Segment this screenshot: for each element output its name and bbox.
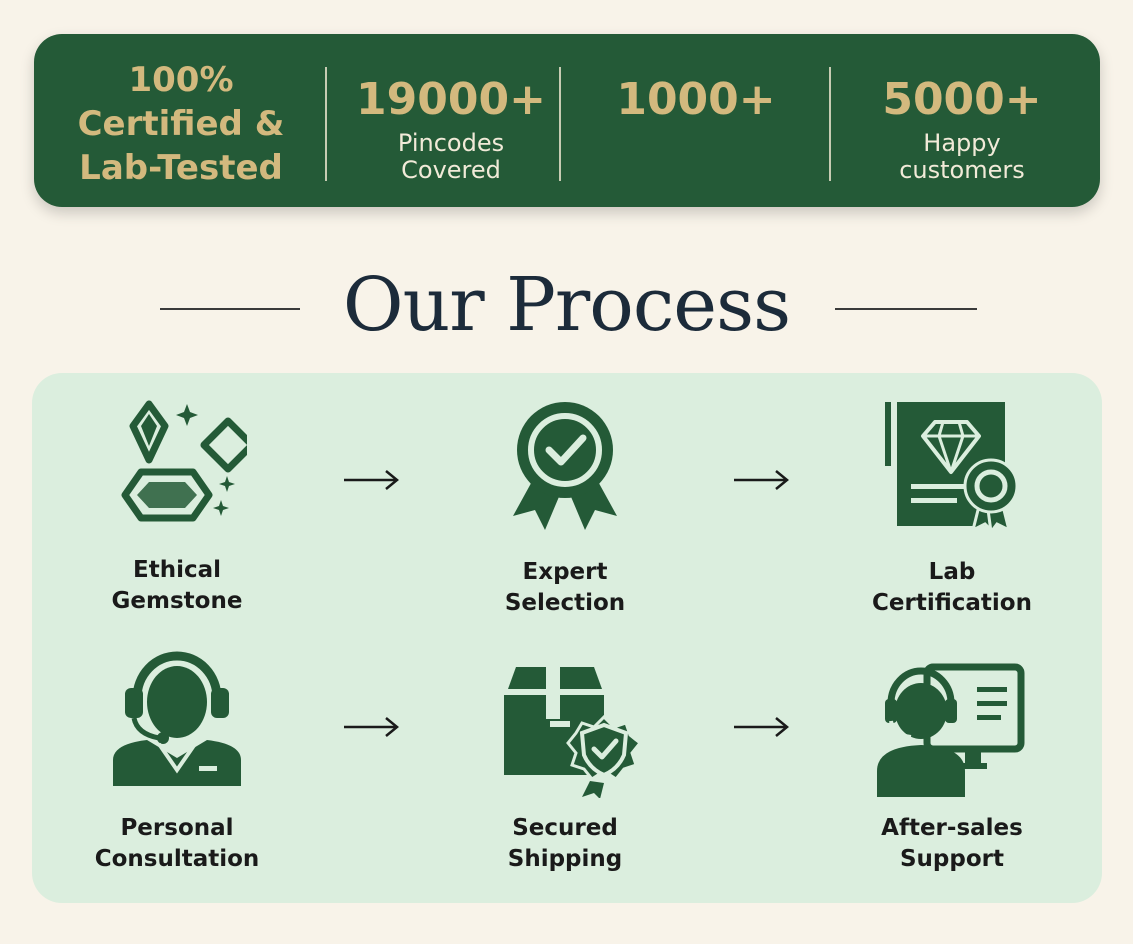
award-badge-icon — [513, 402, 617, 530]
arrow-right-icon — [734, 470, 789, 490]
stat-pincodes-label-1: Pincodes — [397, 129, 505, 157]
step-label: Lab Certification — [827, 557, 1077, 619]
step-label-line-1: Ethical — [132, 557, 221, 583]
stat-customers-label-2: customers — [899, 156, 1025, 184]
step-label: Ethical Gemstone — [52, 555, 302, 617]
title-rule-right — [835, 308, 977, 310]
stat-customers-value: 5000+ — [882, 74, 1042, 125]
arrow-right-icon — [734, 717, 789, 737]
stat-divider — [559, 67, 561, 181]
step-label-line-2: Consultation — [94, 846, 260, 872]
stat-count-value: 1000+ — [616, 74, 776, 125]
step-label: Personal Consultation — [52, 813, 302, 875]
step-after-sales-support: After-sales Support — [827, 663, 1077, 872]
stat-certified-line-3: Lab-Tested — [79, 148, 283, 188]
step-label-line-1: Personal — [120, 815, 234, 841]
consultant-headset-icon — [113, 651, 241, 786]
title-rule-left — [160, 308, 300, 310]
step-personal-consultation: Personal Consultation — [52, 648, 302, 872]
stat-count: 1000+ — [574, 34, 818, 207]
stat-certified-line-2: Certified & — [77, 104, 285, 144]
stat-pincodes-label-2: Covered — [401, 156, 501, 184]
stat-pincodes-value: 19000+ — [356, 74, 546, 125]
step-expert-selection: Expert Selection — [440, 398, 690, 616]
stats-bar: 100% Certified & Lab-Tested 19000+ Pinco… — [34, 34, 1100, 207]
step-label-line-1: After-sales — [881, 815, 1023, 841]
step-label-line-2: Gemstone — [111, 588, 243, 614]
step-label-line-1: Lab — [928, 559, 976, 585]
step-label-line-2: Shipping — [507, 846, 623, 872]
certificate-icon — [885, 402, 1019, 533]
secure-package-icon — [504, 667, 640, 798]
stat-customers: 5000+ Happy customers — [844, 34, 1080, 207]
process-panel: Ethical Gemstone Expert Selection — [32, 373, 1102, 903]
gemstones-icon — [121, 400, 247, 522]
step-label: Expert Selection — [440, 557, 690, 619]
step-label-line-1: Secured — [512, 815, 618, 841]
step-ethical-gemstone: Ethical Gemstone — [52, 398, 302, 614]
stat-divider — [829, 67, 831, 181]
arrow-right-icon — [344, 717, 399, 737]
step-lab-certification: Lab Certification — [827, 398, 1077, 616]
stat-customers-label-1: Happy — [923, 129, 1001, 157]
stat-certified-line-1: 100% — [128, 60, 234, 100]
step-secured-shipping: Secured Shipping — [440, 663, 690, 872]
step-label-line-2: Support — [899, 846, 1004, 872]
arrow-right-icon — [344, 470, 399, 490]
stat-pincodes: 19000+ Pincodes Covered — [340, 34, 562, 207]
support-agent-icon — [877, 663, 1025, 797]
step-label-line-2: Certification — [872, 590, 1032, 616]
step-label-line-1: Expert — [522, 559, 608, 585]
stat-divider — [325, 67, 327, 181]
step-label-line-2: Selection — [504, 590, 626, 616]
section-title: Our Process — [342, 262, 791, 348]
step-label: After-sales Support — [827, 813, 1077, 875]
stat-certified: 100% Certified & Lab-Tested — [54, 34, 308, 207]
step-label: Secured Shipping — [440, 813, 690, 875]
